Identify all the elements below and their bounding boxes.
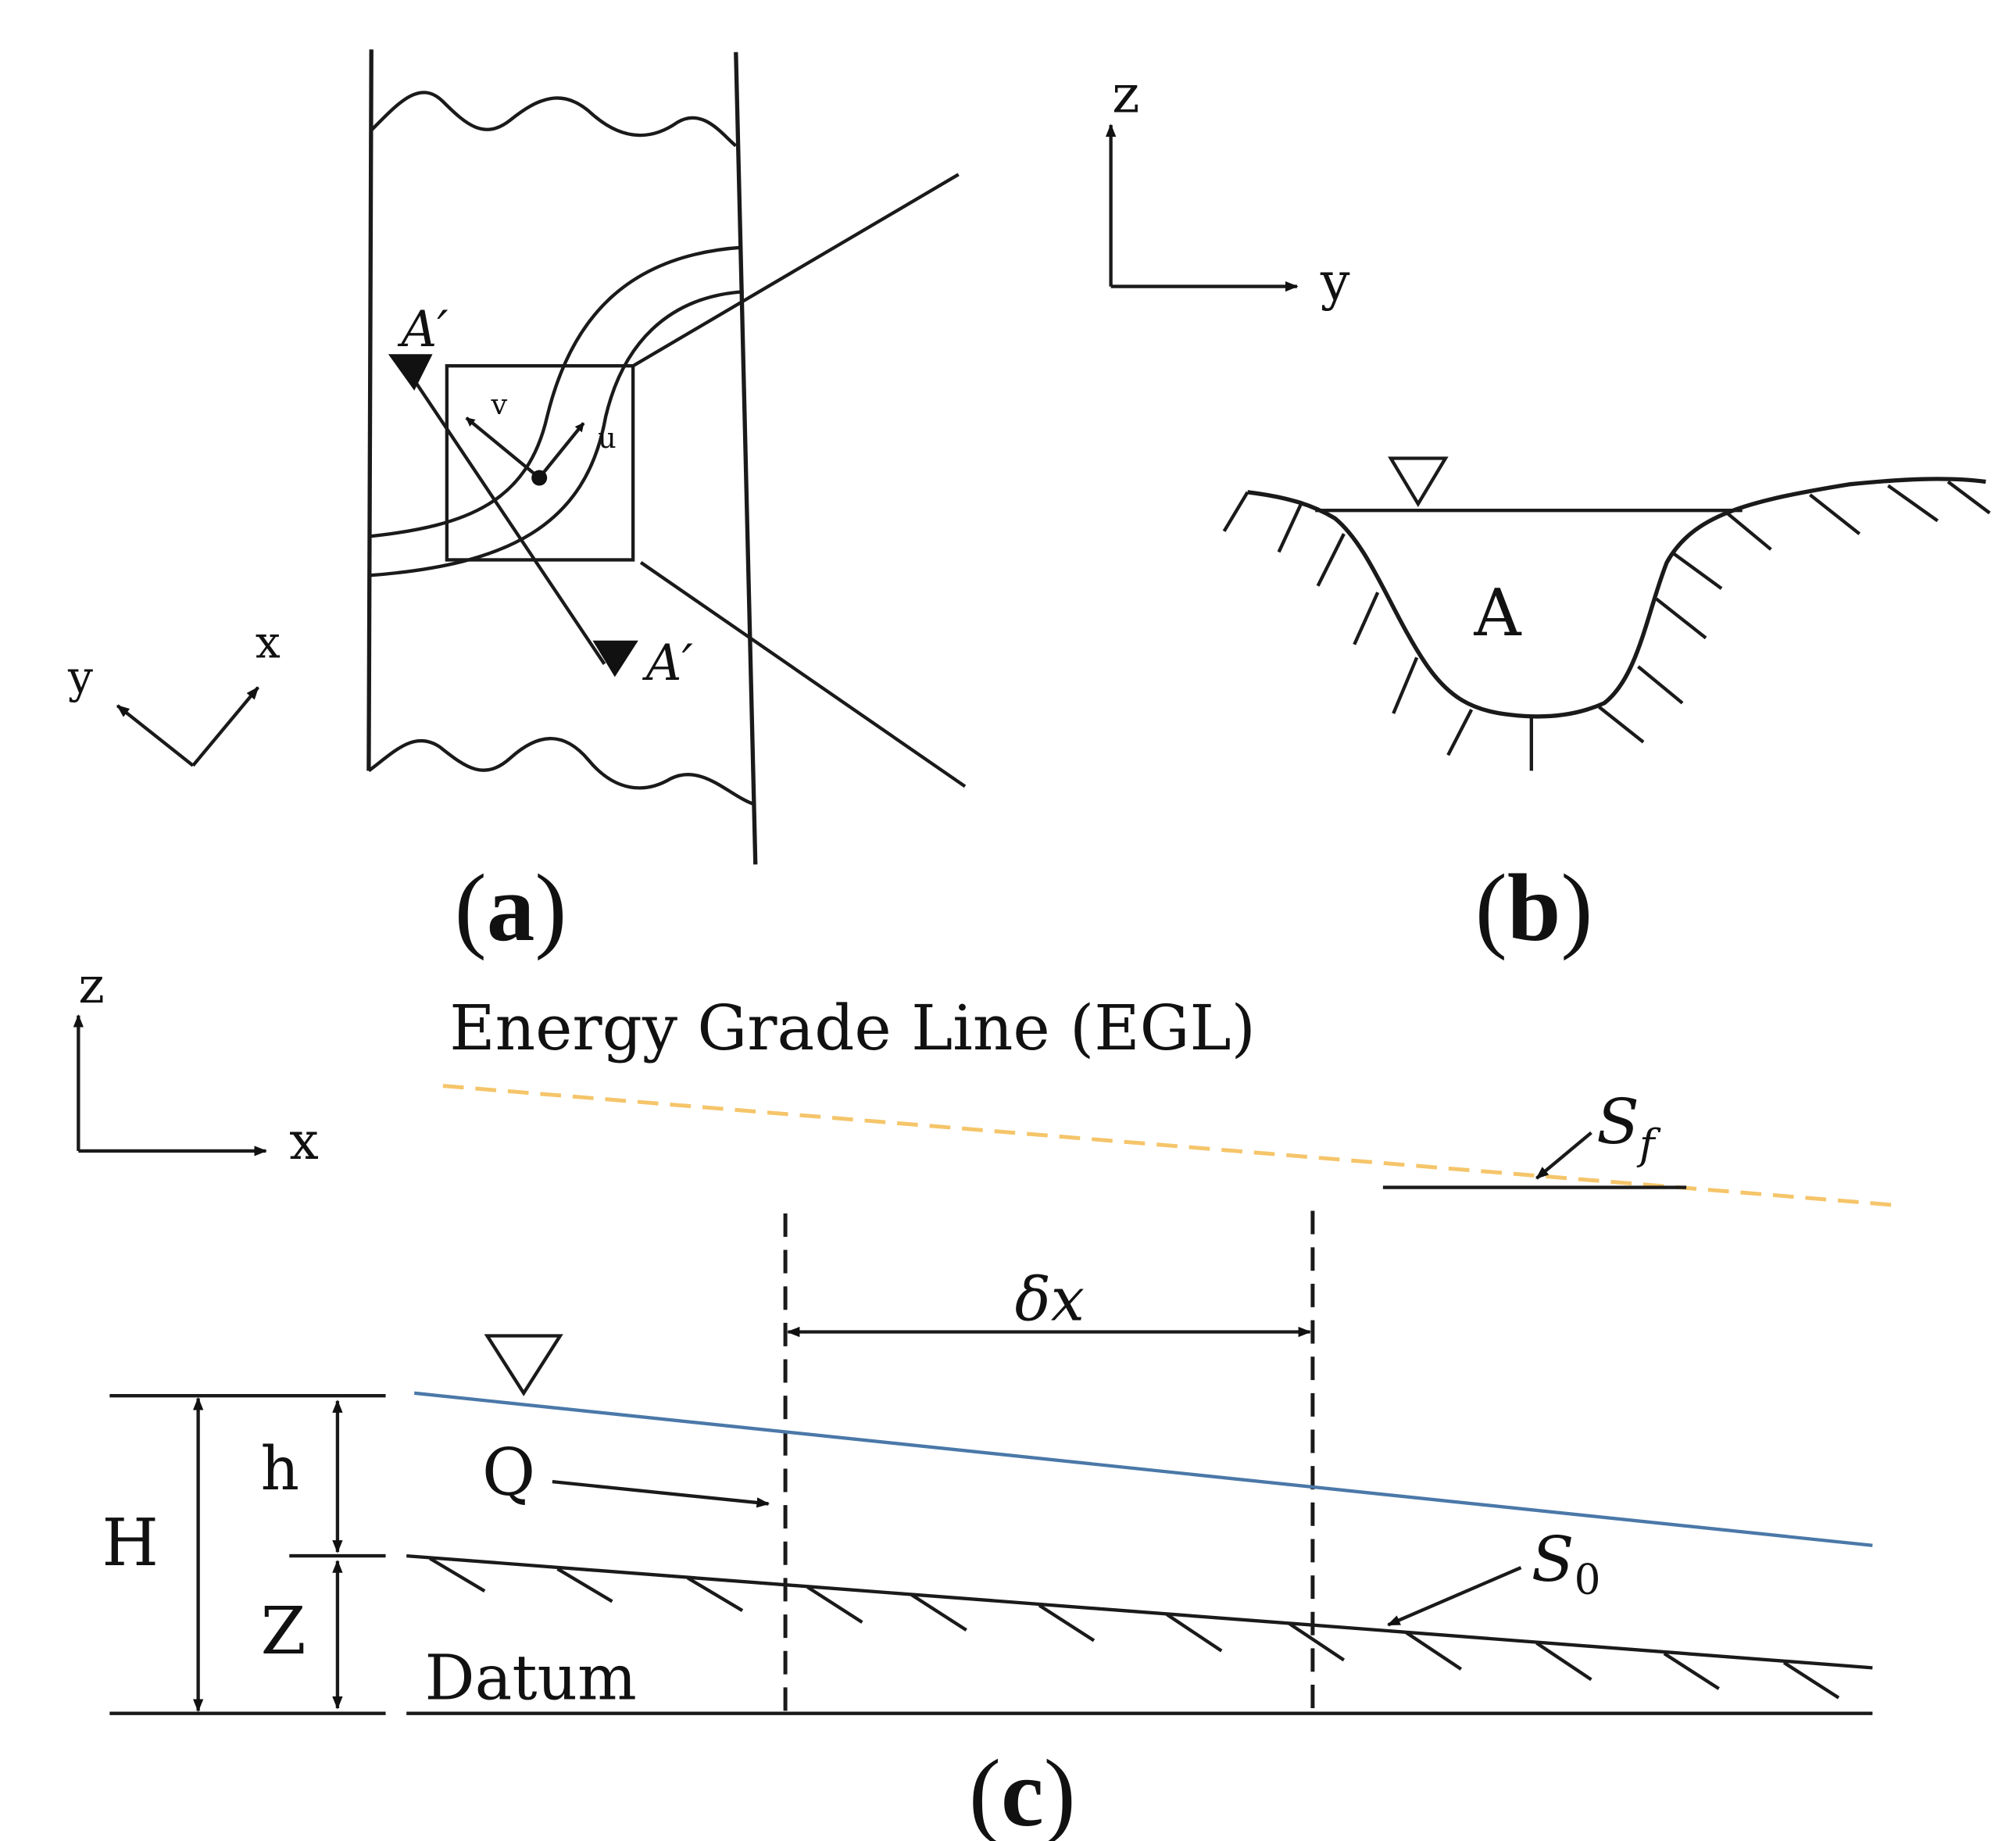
caption-c: (c): [969, 1739, 1076, 1841]
channel-bed-line: [406, 1553, 1873, 1670]
channel-left-bank: [366, 49, 374, 771]
energy-grade-line: [442, 1084, 1902, 1208]
water-surface-line: [413, 1391, 1873, 1547]
s0-pointer-arrow: [1386, 1566, 1522, 1627]
q-flow-arrow: [552, 1479, 770, 1508]
section-label-bottom: A′: [642, 634, 693, 692]
section-marker-top: [388, 354, 433, 391]
axis-x-arrow: [191, 686, 259, 767]
axis-y-label: y: [67, 652, 93, 703]
h-label: h: [261, 1435, 299, 1504]
break-line-bottom: [367, 736, 756, 806]
panel-a: A′ A′ v u x y (a): [67, 49, 967, 961]
velocity-v-label: v: [491, 388, 508, 421]
panel-c: z x Energy Grade Line (EGL) Sf δx Q H h …: [73, 956, 1902, 1841]
zoom-line-top: [632, 173, 960, 368]
axis-y-arrow: [116, 704, 195, 767]
panel-b: z y A (b): [1105, 63, 1991, 961]
sf-label: Sf: [1596, 1085, 1661, 1169]
egl-label: Energy Grade Line (EGL): [449, 992, 1256, 1064]
bank-hatching: [1222, 480, 1991, 771]
Z-label: Z: [261, 1593, 306, 1669]
axis-z-label: z: [78, 956, 104, 1014]
datum-label: Datum: [425, 1641, 637, 1714]
axis-x-label: x: [256, 617, 281, 668]
bed-hatching: [429, 1557, 1840, 1700]
section-marker-bottom: [592, 640, 638, 677]
channel-bed-profile: [1247, 477, 1986, 719]
s0-label: S0: [1532, 1523, 1601, 1604]
channel-right-bank: [734, 52, 758, 865]
control-volume-box: [445, 364, 635, 562]
velocity-u-label: u: [598, 421, 617, 455]
bend-outer-line: [368, 245, 743, 538]
zoom-line-bottom: [639, 561, 967, 788]
section-line: [413, 379, 606, 665]
caption-a: (a): [455, 854, 567, 961]
water-surface-symbol: [1388, 456, 1449, 508]
area-label: A: [1473, 575, 1521, 651]
axis-x-label: x: [289, 1110, 319, 1171]
axis-z-label: z: [1112, 63, 1139, 124]
dx-label: δx: [1015, 1266, 1085, 1335]
break-line-top: [370, 91, 738, 148]
water-surface-symbol: [484, 1334, 563, 1396]
caption-b: (b): [1475, 854, 1593, 961]
q-label: Q: [482, 1435, 535, 1510]
velocity-u-arrow: [538, 422, 585, 479]
velocity-origin-dot: [531, 470, 548, 486]
axis-y-label: y: [1320, 251, 1350, 312]
H-label: H: [102, 1505, 159, 1581]
sf-pointer-arrow: [1535, 1131, 1592, 1180]
section-label-top: A′: [398, 300, 449, 358]
velocity-v-arrow: [465, 416, 541, 480]
